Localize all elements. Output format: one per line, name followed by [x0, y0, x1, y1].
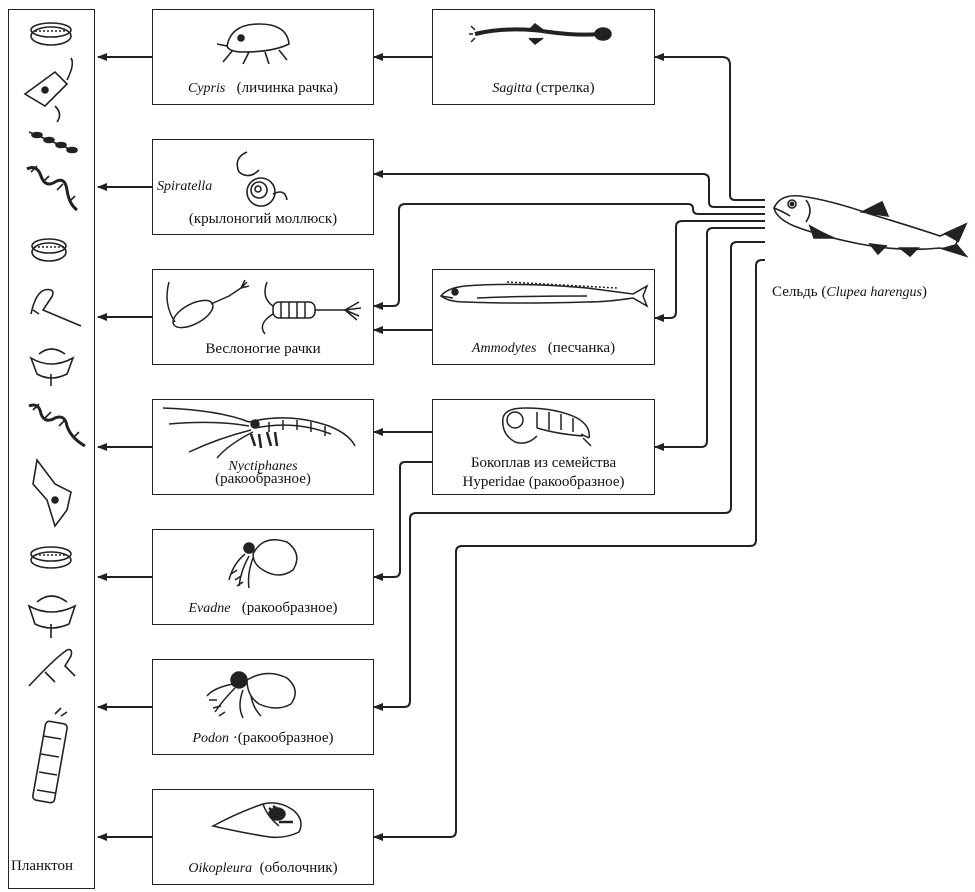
ceratium-icon — [28, 648, 76, 687]
box-spiratella: Spiratella (крылоногий моллюск) — [152, 139, 374, 235]
sagitta-latin: Sagitta — [492, 81, 533, 96]
nyctiphanes-latin: Nyctiphanes — [228, 459, 298, 474]
spiratella-common: (крылоногий моллюск) — [188, 211, 338, 227]
nyctiphanes-krill-icon — [162, 407, 356, 459]
ammodytes-label: Ammodytes (песчанка) — [433, 339, 654, 358]
box-cypris: Cypris (личинка рачка) — [152, 9, 374, 105]
cypris-latin: Cypris — [188, 81, 226, 96]
ammodytes-latin: Ammodytes — [471, 341, 537, 356]
peridinium-icon — [32, 458, 72, 528]
oikopleura-tunicate-icon — [210, 802, 302, 839]
podon-crustacean-icon — [206, 671, 296, 719]
podon-latin: Podon — [192, 731, 230, 746]
arrow-herring-to-podon — [373, 241, 765, 711]
box-oikopleura: Oikopleura (оболочник) — [152, 789, 374, 885]
dinoflagellate-icon — [23, 57, 74, 123]
arrow-herring-to-hyperidae — [654, 227, 765, 451]
evadne-common: (ракообразное) — [241, 600, 338, 616]
arrow-herring-to-oikopleura — [373, 259, 765, 841]
arrow-herring-to-ammodytes — [654, 220, 765, 322]
arrow-hyperidae-to-evadne — [373, 461, 432, 581]
oikopleura-label: Oikopleura (оболочник) — [153, 859, 373, 878]
copepods-label: Веслоногие рачки — [205, 341, 321, 357]
sagitta-label: Sagitta (стрелка) — [433, 79, 654, 98]
arrow-herring-to-sagitta — [654, 53, 765, 201]
cypris-larva-icon — [216, 23, 290, 65]
evadne-latin: Evadne — [188, 601, 231, 616]
box-hyperidae: Бокоплав из семейства Hyperidae (ракообр… — [432, 399, 655, 495]
copepods-icon — [166, 279, 362, 335]
sagitta-arrow-worm-icon — [469, 23, 612, 45]
oikopleura-common: (оболочник) — [259, 860, 338, 876]
hyperidae-amphipod-icon — [502, 407, 592, 447]
diatom-chain-icon — [28, 403, 86, 448]
diatom-coil-icon — [26, 165, 78, 212]
hyperidae-line2: Hyperidae (ракообразное) — [462, 474, 625, 490]
herring-label: Сельдь (Clupea harengus) — [772, 284, 927, 300]
herring-fish-icon — [773, 194, 969, 258]
plankton-organisms-illustration — [23, 22, 86, 804]
box-nyctiphanes: Nyctiphanes (ракообразное) — [152, 399, 374, 495]
dinoflagellate-cup-icon — [29, 348, 75, 386]
diatom-disk-icon — [31, 238, 67, 262]
box-sagitta: Sagitta (стрелка) — [432, 9, 655, 105]
diatom-chain-icon — [28, 131, 78, 154]
box-copepods: Веслоногие рачки — [152, 269, 374, 365]
ammodytes-sand-eel-icon — [439, 281, 649, 308]
cypris-label: Cypris (личинка рачка) — [153, 79, 373, 98]
oikopleura-latin: Oikopleura — [188, 861, 253, 876]
podon-common: ·(ракообразное) — [232, 730, 334, 746]
plankton-column: Планктон — [8, 9, 95, 889]
dinoflagellate-cup-icon — [27, 595, 77, 638]
long-diatom-icon — [32, 707, 68, 804]
sagitta-common: (стрелка) — [535, 80, 595, 96]
arrow-herring-to-spiratella — [373, 170, 765, 208]
evadne-label: Evadne (ракообразное) — [153, 599, 373, 618]
herring-latin: Clupea harengus — [826, 285, 922, 300]
ammodytes-common: (песчанка) — [547, 340, 616, 356]
podon-label: Podon ·(ракообразное) — [153, 729, 373, 748]
herring-name: Сельдь — [772, 284, 818, 300]
diatom-disk-icon — [30, 22, 72, 46]
diatom-disk-icon — [30, 546, 72, 569]
box-evadne: Evadne (ракообразное) — [152, 529, 374, 625]
box-podon: Podon ·(ракообразное) — [152, 659, 374, 755]
box-ammodytes: Ammodytes (песчанка) — [432, 269, 655, 365]
nyctiphanes-common: (ракообразное) — [215, 471, 311, 487]
evadne-crustacean-icon — [228, 539, 298, 589]
cypris-common: (личинка рачка) — [236, 80, 338, 96]
spiratella-mollusk-icon — [236, 151, 288, 207]
spiratella-latin: Spiratella — [157, 179, 213, 194]
ceratium-icon — [30, 288, 82, 327]
plankton-title: Планктон — [11, 858, 73, 874]
hyperidae-line1: Бокоплав из семейства — [470, 455, 617, 471]
arrow-herring-to-copepods — [373, 203, 765, 310]
